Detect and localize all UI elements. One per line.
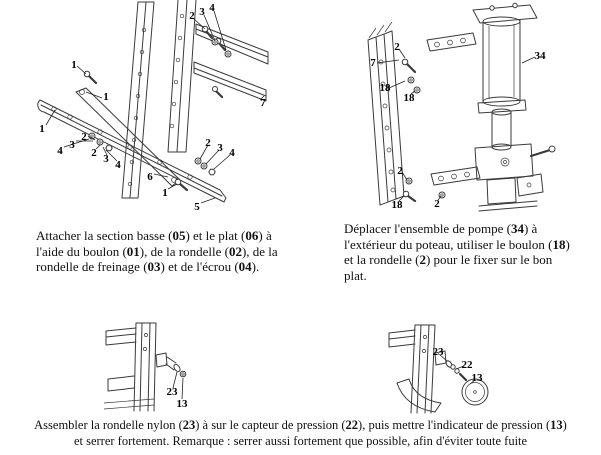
callout-label: 4 — [57, 145, 63, 157]
caption-line: plat. — [344, 267, 367, 283]
caption-pump-assembly: Déplacer l'ensemble de pompe (34) à l'ex… — [344, 221, 570, 283]
callout-label: 1 — [103, 91, 109, 103]
callout-label: 4 — [229, 147, 235, 159]
callout-label: 1 — [39, 123, 45, 135]
figure-sensor-washer: 23 13 — [103, 322, 189, 412]
frame-columns — [121, 0, 197, 199]
caption-line: rondelle de freinage (03) et de l'écrou … — [36, 259, 260, 275]
callout-label: 5 — [194, 201, 200, 213]
caption-line: Attacher la section basse (05) et le pla… — [36, 228, 272, 243]
mounting-bracket-lower — [430, 166, 481, 186]
caption-line: l'extérieur du poteau, utiliser le boulo… — [344, 236, 570, 252]
mounting-bracket-upper — [426, 32, 477, 52]
callout-label: 2 — [205, 137, 211, 149]
figure-pressure-gauge: 23 22 13 — [388, 324, 489, 414]
caption-line: et la rondelle (2) pour le fixer sur le … — [344, 252, 553, 268]
callout-label: 4 — [209, 2, 215, 14]
callout-label: 6 — [147, 171, 153, 183]
hydraulic-cylinder — [472, 2, 556, 212]
flat-bar — [37, 99, 227, 203]
callout-label: 3 — [69, 139, 75, 151]
callout-label: 23 — [433, 346, 445, 358]
callout-label: 2 — [434, 198, 440, 210]
callout-label: 13 — [177, 398, 189, 410]
caption-line: et serrer fortement. Remarque : serrer a… — [73, 434, 528, 448]
callout-label: 3 — [199, 6, 205, 18]
callout-label: 2 — [394, 41, 400, 53]
cross-rails — [193, 23, 269, 102]
callout-label: 18 — [404, 92, 416, 104]
callout-label: 1 — [162, 187, 168, 199]
callout-label: 23 — [167, 386, 179, 398]
callout-label: 4 — [115, 159, 121, 171]
callout-label: 2 — [189, 10, 195, 22]
figure-pump-assembly: 7 2 18 18 2 18 2 34 — [367, 2, 556, 212]
caption-line: Assembler la rondelle nylon (23) à sur l… — [34, 418, 567, 432]
callout-label: 3 — [103, 153, 109, 165]
pressure-sensor-fitting — [155, 352, 187, 378]
bolt-hardware — [401, 58, 446, 203]
leader-lines — [45, 10, 265, 204]
deflector-plate — [396, 378, 442, 413]
caption-gauge-assembly: Assembler la rondelle nylon (23) à sur l… — [0, 417, 601, 449]
callout-label: 2 — [397, 165, 403, 177]
leader-lines — [439, 354, 476, 385]
callout-label: 1 — [71, 59, 77, 71]
caption-frame-assembly: Attacher la section basse (05) et le pla… — [36, 228, 278, 275]
callout-label: 18 — [392, 199, 404, 211]
frame-corner — [388, 324, 436, 414]
caption-line: l'aide du boulon (01), de la rondelle (0… — [36, 243, 278, 259]
callout-label: 2 — [81, 131, 87, 143]
leader-lines — [376, 48, 536, 202]
callout-label: 34 — [535, 50, 547, 62]
callout-labels: 7 2 18 18 2 18 2 34 — [370, 41, 546, 211]
caption-line: Déplacer l'ensemble de pompe (34) à — [344, 221, 538, 236]
figure-frame-assembly: 2 3 4 1 1 1 4 3 2 2 3 4 6 1 5 2 3 4 7 — [37, 0, 269, 213]
callout-label: 18 — [380, 82, 392, 94]
callout-label: 22 — [462, 359, 474, 371]
leader-lines — [172, 371, 184, 400]
callout-labels: 2 3 4 1 1 1 4 3 2 2 3 4 6 1 5 2 3 4 7 — [39, 2, 266, 213]
callout-label: 7 — [260, 97, 266, 109]
callout-label: 13 — [472, 372, 484, 384]
callout-label: 7 — [370, 57, 376, 69]
callout-label: 3 — [217, 142, 223, 154]
callout-label: 2 — [91, 147, 97, 159]
callout-labels: 23 22 13 — [433, 346, 484, 384]
callout-labels: 23 13 — [167, 386, 189, 410]
frame-corner — [103, 322, 157, 412]
